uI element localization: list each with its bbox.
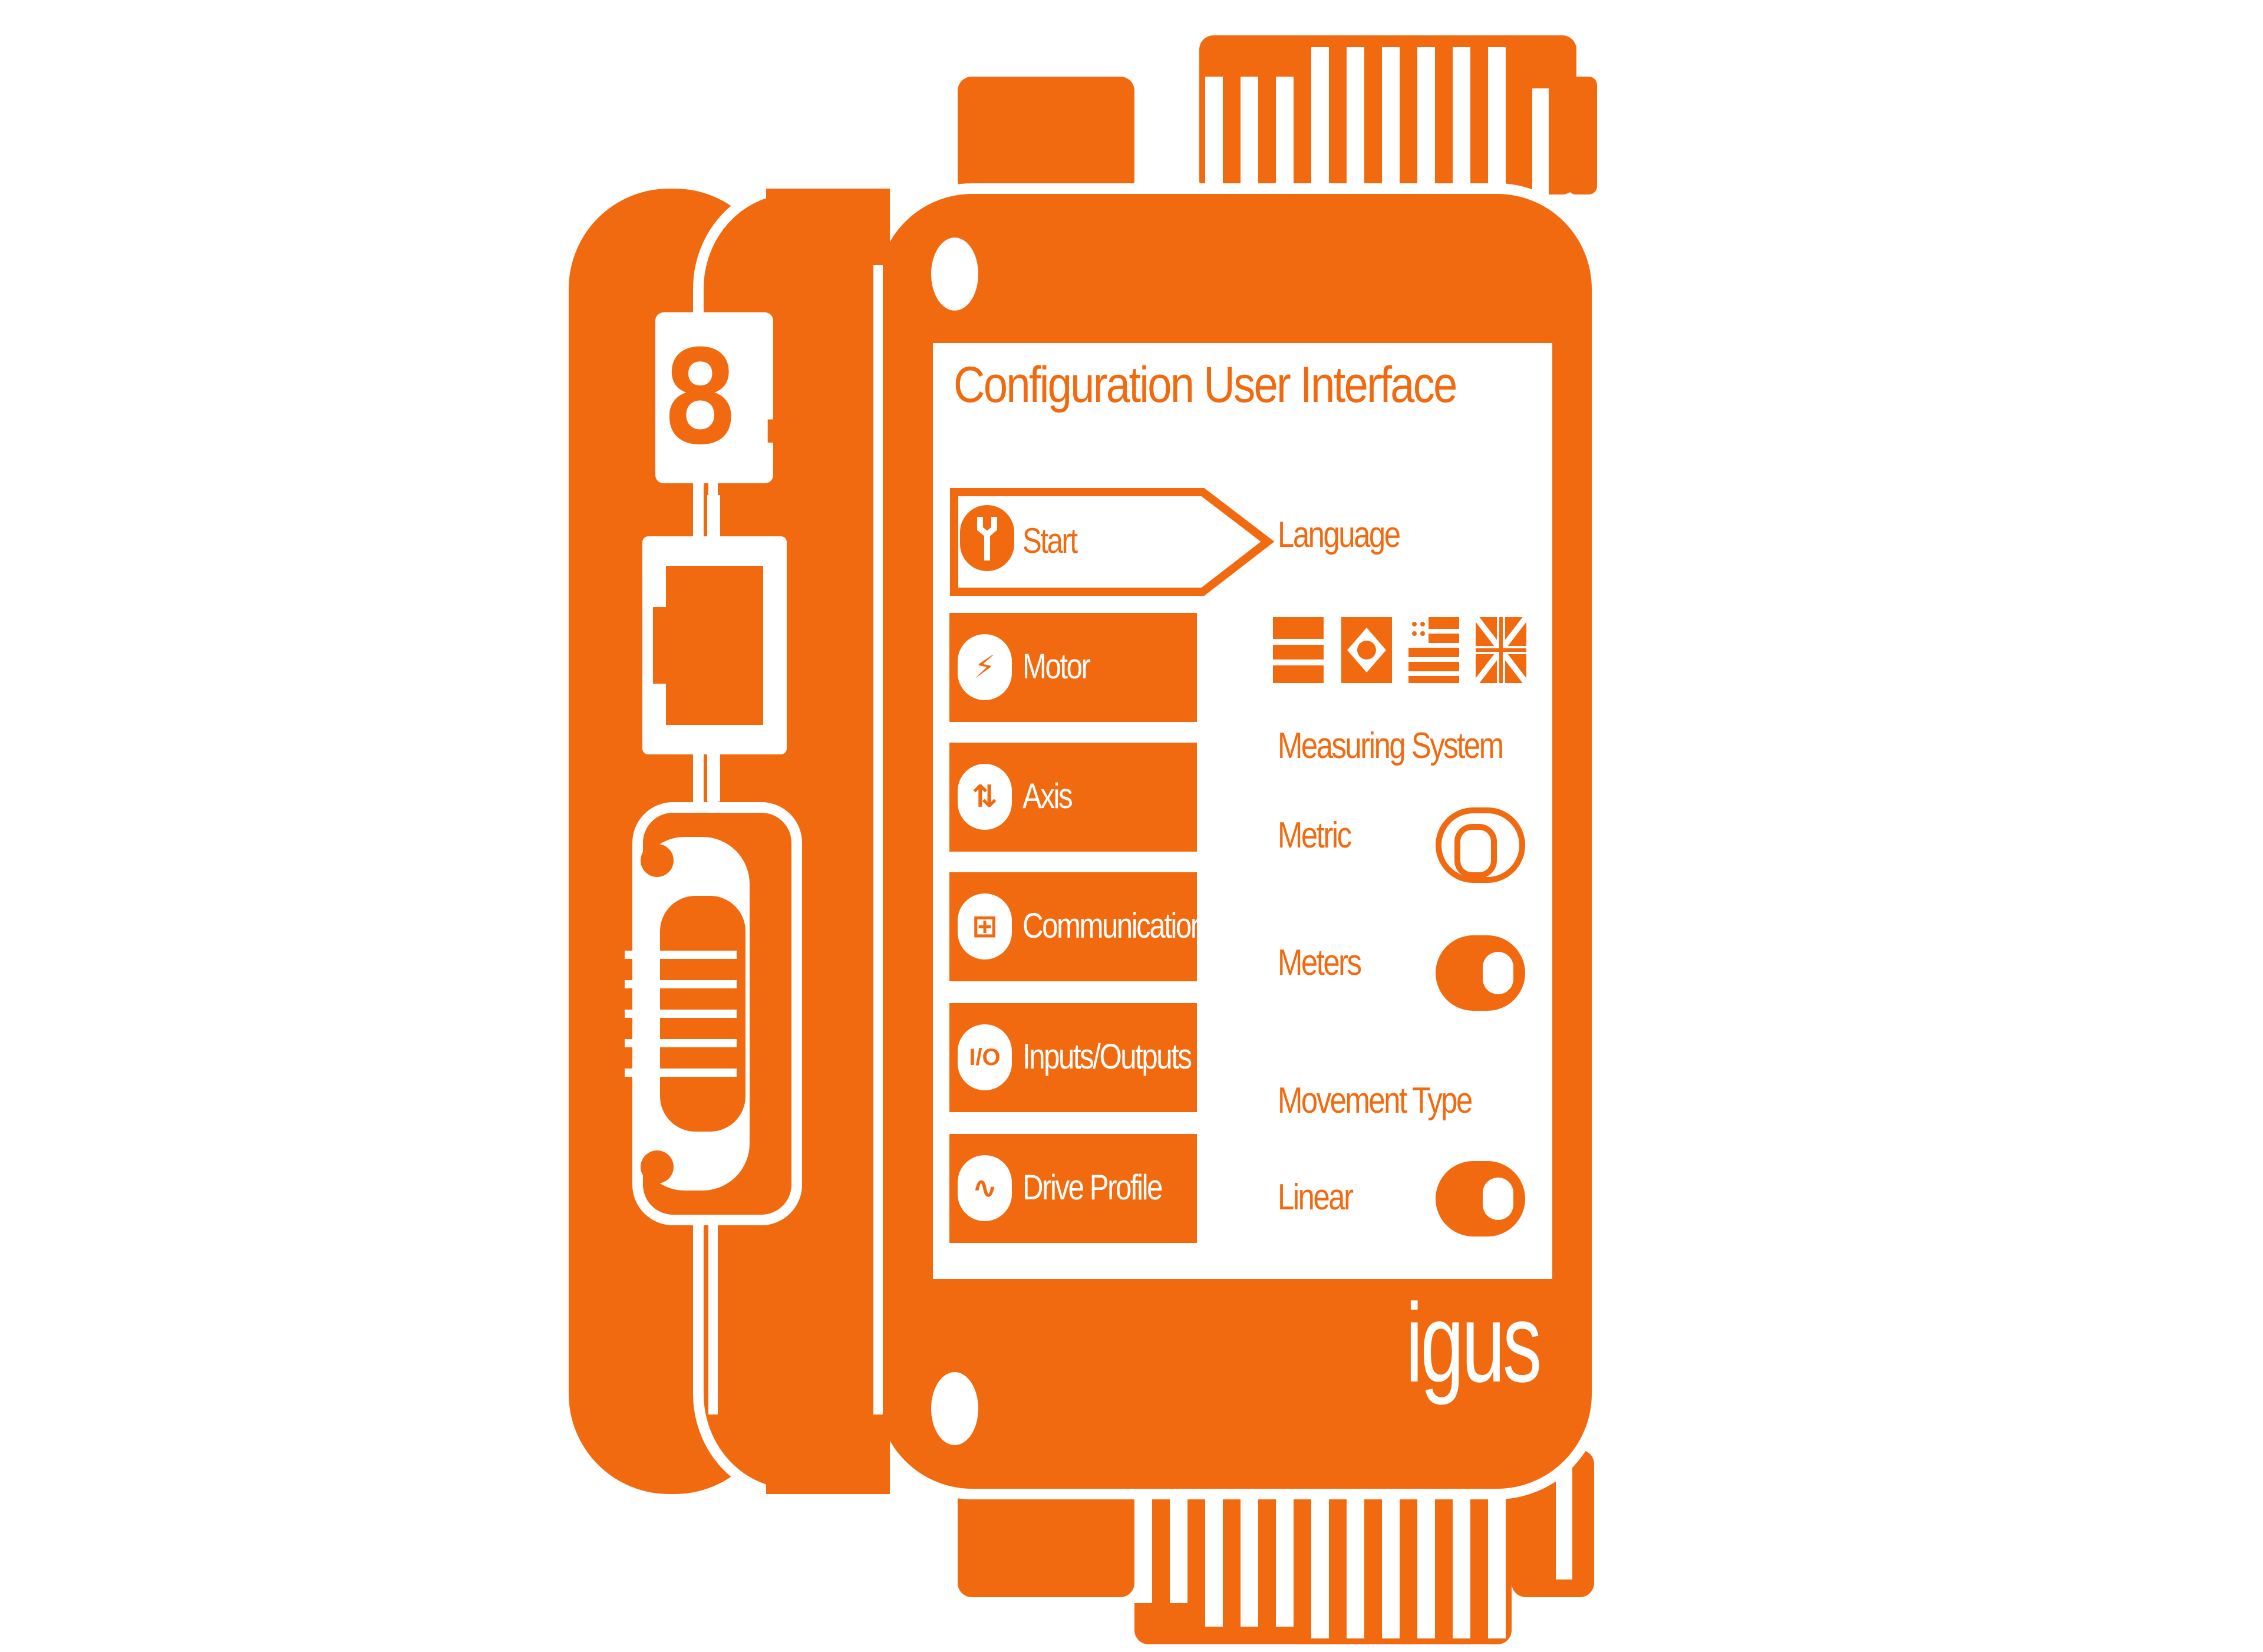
- screw-hole-icon: [931, 1372, 978, 1445]
- flag-usa-icon[interactable]: [1408, 617, 1459, 683]
- nav-item-label: Inputs/Outputs: [1022, 1037, 1192, 1076]
- wrench-icon: [960, 505, 1014, 571]
- network-icon: ⊞: [958, 893, 1012, 959]
- language-heading: Language: [1278, 515, 1401, 555]
- io-icon: I/O: [958, 1024, 1012, 1090]
- nav-item-label: Communication: [1022, 906, 1206, 945]
- wave-icon: ∿: [958, 1155, 1012, 1221]
- screw-hole-icon: [931, 238, 978, 311]
- toggle-knob: [1454, 824, 1497, 878]
- nav-item-label: Axis: [1022, 776, 1073, 816]
- nav-item-axis[interactable]: ⇅ Axis: [949, 743, 1197, 852]
- flag-brazil-icon[interactable]: [1341, 617, 1392, 683]
- metric-toggle[interactable]: [1436, 807, 1525, 883]
- flag-germany-icon[interactable]: [1273, 617, 1324, 683]
- meters-toggle[interactable]: [1436, 935, 1525, 1011]
- nav-item-start[interactable]: Start: [949, 487, 1275, 596]
- movement-type-heading: Movement Type: [1278, 1080, 1473, 1121]
- nav-item-communication[interactable]: ⊞ Communication: [949, 872, 1206, 981]
- linear-label: Linear: [1278, 1177, 1354, 1218]
- brand-logo: igus: [1406, 1281, 1542, 1406]
- flag-uk-icon[interactable]: [1476, 617, 1526, 683]
- axis-icon: ⇅: [958, 764, 1012, 830]
- nav-item-drive-profile[interactable]: ∿ Drive Profile: [949, 1134, 1197, 1243]
- nav-item-inputs-outputs[interactable]: I/O Inputs/Outputs: [949, 1003, 1197, 1112]
- nav-item-motor[interactable]: ⚡ Motor: [949, 613, 1197, 722]
- seven-segment-digit: 8.: [661, 322, 817, 473]
- measuring-system-heading: Measuring System: [1278, 726, 1504, 766]
- motor-icon: ⚡: [958, 634, 1012, 700]
- nav-item-label: Start: [1022, 521, 1078, 560]
- meters-label: Meters: [1278, 942, 1362, 983]
- toggle-knob: [1483, 952, 1513, 994]
- config-screen: Configuration User Interface Start ⚡ Mot…: [933, 343, 1552, 1279]
- metric-label: Metric: [1278, 815, 1352, 856]
- seven-segment-display: [655, 312, 773, 483]
- linear-toggle[interactable]: [1436, 1161, 1525, 1236]
- dsub-connector-icon: [625, 802, 802, 1225]
- page-title: Configuration User Interface: [954, 357, 1457, 413]
- nav-active-arrow: [950, 488, 1275, 596]
- top-connector: [958, 35, 1597, 194]
- nav-item-label: Motor: [1022, 647, 1091, 686]
- toggle-knob: [1483, 1178, 1513, 1220]
- nav-item-label: Drive Profile: [1022, 1168, 1163, 1207]
